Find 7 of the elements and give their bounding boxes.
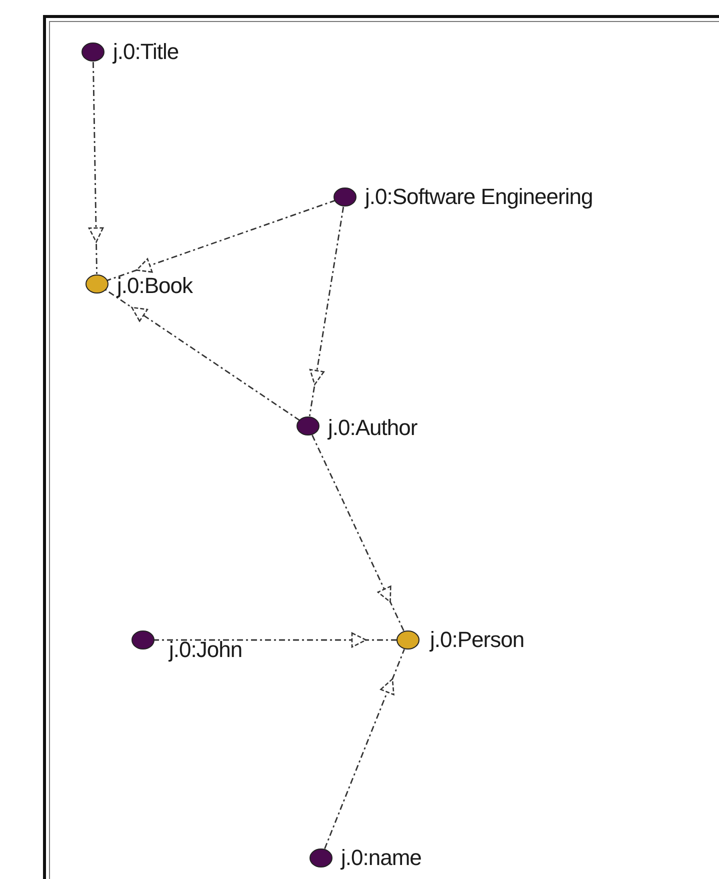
node-label: j.0:Title: [113, 40, 179, 64]
node-label: j.0:Book: [117, 274, 192, 298]
node-label: j.0:Software Engineering: [365, 185, 593, 209]
node-label: j.0:name: [341, 846, 422, 870]
node-label: j.0:Author: [328, 416, 418, 440]
node-label: j.0:John: [169, 638, 242, 662]
node-label: j.0:Person: [430, 628, 524, 652]
